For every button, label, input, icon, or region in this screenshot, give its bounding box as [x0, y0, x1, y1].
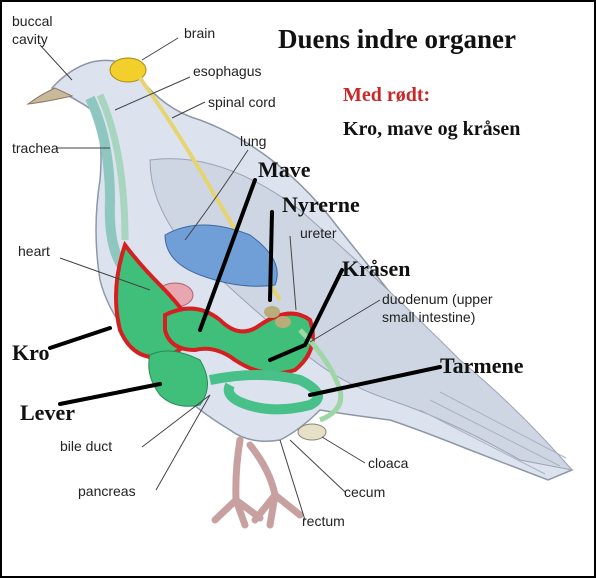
cecum-organ	[298, 424, 326, 440]
label-spinal-cord: spinal cord	[208, 94, 276, 110]
annotation-lever: Lever	[20, 400, 75, 425]
label-rectum: rectum	[302, 513, 345, 529]
label-bile-duct: bile duct	[60, 438, 112, 454]
label-lung: lung	[240, 133, 266, 149]
liver-organ	[149, 351, 208, 406]
label-buccal-cavity-2: cavity	[12, 31, 48, 47]
label-duodenum-2: small intestine)	[382, 309, 475, 325]
annotation-mave: Mave	[258, 157, 311, 182]
annotation-tarmene: Tarmene	[440, 353, 524, 378]
diagram-title: Duens indre organer	[278, 24, 516, 54]
label-trachea: trachea	[12, 140, 59, 156]
label-duodenum-1: duodenum (upper	[382, 291, 493, 307]
label-cloaca: cloaca	[368, 455, 409, 471]
kidney-organ	[264, 306, 280, 318]
legend-text: Kro, mave og kråsen	[343, 118, 520, 140]
legend-heading: Med rødt:	[343, 84, 430, 106]
pigeon-leg-right	[250, 445, 300, 525]
label-cecum: cecum	[344, 484, 385, 500]
kidney-organ-2	[275, 316, 291, 328]
label-ureter: ureter	[300, 225, 337, 241]
label-pancreas: pancreas	[78, 483, 136, 499]
label-heart: heart	[18, 243, 50, 259]
label-brain: brain	[184, 25, 215, 41]
annotation-kro: Kro	[12, 340, 49, 365]
annotation-krasen: Kråsen	[342, 256, 410, 281]
label-buccal-cavity-1: buccal	[12, 13, 52, 29]
annotation-nyrerne: Nyrerne	[282, 192, 360, 217]
label-esophagus: esophagus	[193, 63, 262, 79]
